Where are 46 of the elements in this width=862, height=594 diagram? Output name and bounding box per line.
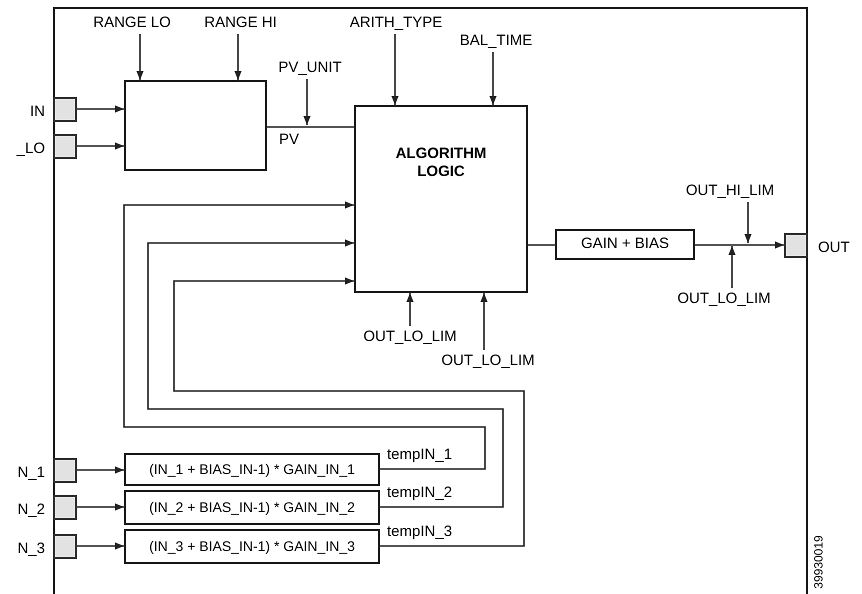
connector-arrow	[406, 293, 414, 326]
connector-arrow	[728, 246, 736, 288]
block-title: ALGORITHM LOGIC	[394, 145, 488, 181]
edge-label: tempIN_2	[386, 484, 454, 501]
parameter-label: OUT_LO_LIM	[428, 350, 548, 372]
port-label: OUT	[818, 238, 850, 258]
formula-block	[124, 529, 380, 564]
connector-arrow	[77, 466, 124, 474]
block-text: GAIN + BIAS	[581, 234, 669, 254]
connector-arrow	[123, 201, 486, 470]
parameter-label: RANGE HI	[193, 12, 288, 34]
block-text: (IN_2 + BIAS_IN-1) * GAIN_IN_2	[149, 498, 355, 517]
port-label: N_2	[17, 500, 45, 520]
formula-block	[124, 490, 380, 525]
edge-label: tempIN_3	[386, 523, 454, 540]
block-text: (IN_3 + BIAS_IN-1) * GAIN_IN_3	[149, 537, 355, 556]
function-block	[124, 80, 267, 171]
parameter-label: OUT_LO_LIM	[356, 326, 464, 348]
port-label: _LO	[16, 139, 45, 159]
port-label: N_1	[17, 463, 45, 483]
connector-arrow	[695, 241, 784, 249]
parameter-label: RANGE LO	[83, 12, 181, 34]
parameter-label: PV_UNIT	[268, 57, 352, 79]
edge-label: tempIN_1	[386, 446, 454, 463]
function-block	[555, 229, 695, 260]
connector-arrow	[391, 34, 399, 105]
connector-arrow	[480, 293, 488, 350]
parameter-label: OUT_HI_LIM	[678, 180, 782, 202]
connector-arrow	[303, 79, 311, 125]
connector-arrow	[489, 52, 497, 105]
connector-arrow	[234, 34, 242, 80]
figure-number: 39930019	[812, 535, 826, 589]
formula-block	[124, 453, 380, 486]
port-label: N_3	[17, 539, 45, 559]
logic-block	[354, 105, 528, 293]
connector-arrow	[173, 277, 525, 547]
connector-arrow	[147, 239, 504, 508]
block-text: (IN_1 + BIAS_IN-1) * GAIN_IN_1	[149, 460, 355, 479]
parameter-label: OUT_LO_LIM	[664, 288, 784, 310]
port-label: IN	[30, 102, 45, 122]
connector-arrow	[77, 542, 124, 550]
connector-arrow	[77, 142, 124, 150]
connector-arrow	[77, 503, 124, 511]
connector-arrow	[744, 202, 752, 243]
connector-arrow	[77, 105, 124, 113]
connector-arrow	[136, 34, 144, 80]
